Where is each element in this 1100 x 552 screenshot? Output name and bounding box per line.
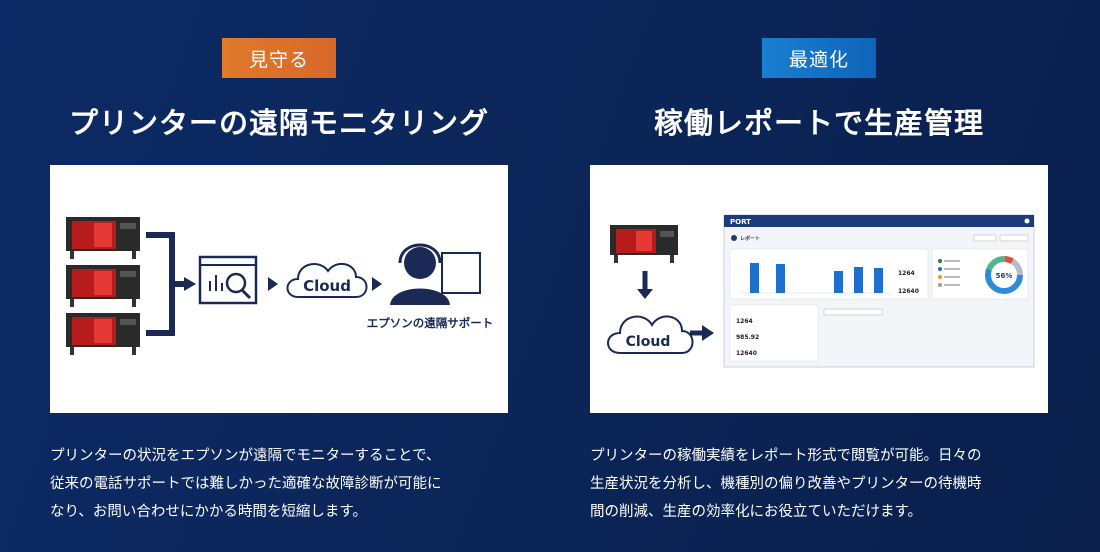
monitoring-badge: 見守る — [222, 38, 336, 78]
printer-icon — [66, 313, 140, 355]
printer-icon — [610, 225, 678, 263]
monitoring-heading: プリンターの遠隔モニタリング — [68, 106, 489, 140]
dashboard-brand: PORT — [730, 218, 751, 226]
arrow-icon — [184, 277, 196, 291]
description-line: なり、お問い合わせにかかる時間を短縮します。 — [50, 504, 367, 520]
cloud-label: Cloud — [626, 334, 671, 350]
user-icon — [1024, 218, 1030, 224]
report-diagram: Cloud PORT レポート — [590, 165, 1048, 413]
down-arrow-icon — [637, 289, 653, 299]
monitor-analysis-icon — [198, 255, 258, 305]
dashboard-screenshot: PORT レポート 1264 12640 — [723, 214, 1035, 368]
arrow-icon — [268, 277, 278, 291]
cloud-icon: Cloud — [607, 315, 694, 354]
dashboard-report-title: レポート — [740, 235, 760, 242]
report-badge: 最適化 — [762, 38, 876, 78]
report-description: プリンターの稼働実績をレポート形式で閲覧が可能。日々の 生産状況を分析し、機種別… — [590, 442, 1048, 526]
donut-value: 56% — [996, 272, 1013, 280]
card-value: 12640 — [736, 350, 757, 357]
description-line: プリンターの稼働実績をレポート形式で閲覧が可能。日々の — [590, 448, 982, 464]
monitoring-description: プリンターの状況をエプソンが遠隔でモニターすることで、 従来の電話サポートでは難… — [50, 442, 508, 526]
report-heading: 稼働レポートで生産管理 — [653, 106, 984, 140]
support-operator-icon — [390, 243, 481, 305]
arrow-icon — [372, 277, 382, 291]
support-label: エプソンの遠隔サポート — [367, 316, 494, 330]
printer-icon — [66, 217, 140, 259]
monitoring-diagram-svg: Cloud エプソンの遠隔サポート — [66, 217, 494, 355]
description-line: 間の削減、生産の効率化にお役立ていただけます。 — [590, 504, 923, 520]
description-line: プリンターの状況をエプソンが遠隔でモニターすることで、 — [50, 448, 441, 464]
arrow-icon — [702, 325, 714, 341]
printer-icon — [66, 265, 140, 307]
cloud-label: Cloud — [303, 277, 351, 295]
dashboard-filter-button — [973, 234, 997, 242]
dashboard-action-button — [823, 308, 883, 316]
monitoring-diagram: Cloud エプソンの遠隔サポート — [50, 165, 508, 413]
card-value: 985.92 — [736, 334, 759, 341]
cloud-icon: Cloud — [286, 262, 368, 298]
description-line: 従来の電話サポートでは難しかった適確な故障診断が可能に — [50, 476, 442, 492]
dashboard-stat: 1264 — [898, 270, 915, 277]
dashboard-filter-button — [999, 234, 1029, 242]
report-diagram-svg: Cloud PORT レポート — [607, 214, 1035, 368]
report-icon — [731, 235, 737, 241]
card-value: 1264 — [736, 318, 753, 325]
bracket-connector — [146, 232, 184, 336]
description-line: 生産状況を分析し、機種別の偏り改善やプリンターの待機時 — [590, 476, 982, 492]
dashboard-stat: 12640 — [898, 288, 919, 295]
